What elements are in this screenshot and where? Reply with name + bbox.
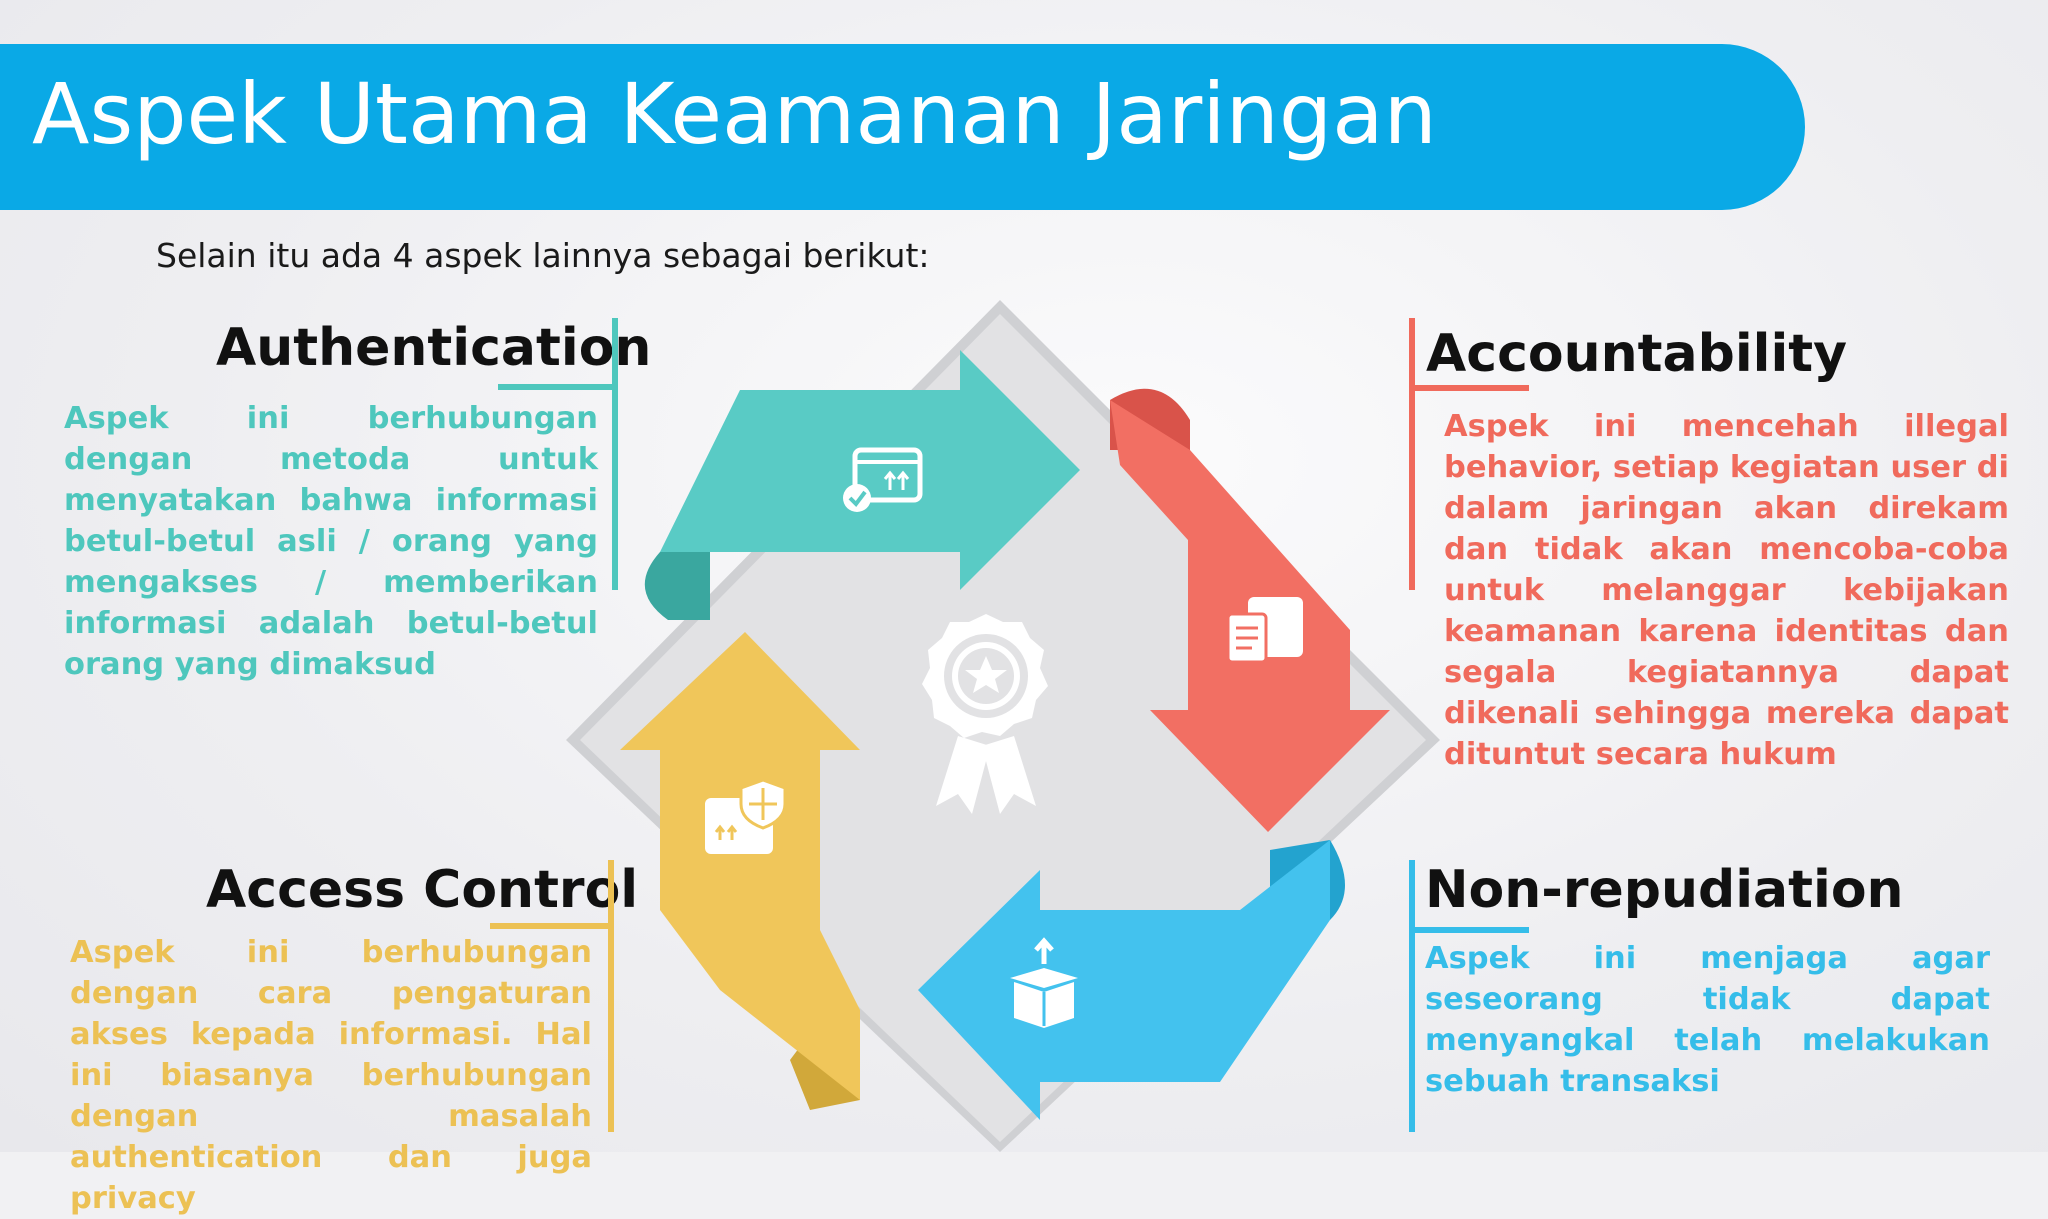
- access-control-underline: [490, 923, 610, 929]
- access-control-heading: Access Control: [206, 860, 639, 920]
- non-repudiation-underline: [1409, 927, 1529, 933]
- clipboard-box-icon: [1226, 597, 1303, 664]
- box-check-icon: [843, 447, 923, 512]
- page-title: Aspek Utama Keamanan Jaringan: [32, 65, 1437, 163]
- intro-text: Selain itu ada 4 aspek lainnya sebagai b…: [156, 236, 930, 275]
- non-repudiation-divider: [1409, 860, 1415, 1132]
- access-control-description: Aspek ini berhubungan dengan cara pengat…: [70, 935, 592, 1216]
- accountability-divider: [1409, 318, 1415, 590]
- accountability-heading: Accountability: [1426, 324, 1848, 384]
- access-control-arrow: [620, 632, 860, 1110]
- authentication-description: Aspek ini berhubungan dengan metoda untu…: [64, 401, 598, 682]
- award-badge-icon: [922, 614, 1048, 814]
- authentication-divider: [612, 318, 618, 590]
- non-repudiation-heading: Non-repudiation: [1425, 860, 1904, 920]
- open-box-icon: [1010, 937, 1078, 1028]
- title-banner: [0, 44, 1805, 210]
- accountability-description: Aspek ini mencehah illegal behavior, set…: [1444, 409, 2009, 772]
- access-control-divider: [608, 860, 614, 1132]
- authentication-arrow: [644, 350, 1080, 620]
- cycle-diagram: [566, 300, 1440, 1152]
- authentication-underline: [498, 384, 618, 390]
- non-repudiation-arrow: [918, 840, 1345, 1120]
- authentication-heading: Authentication: [216, 318, 652, 378]
- accountability-underline: [1409, 385, 1529, 391]
- box-shield-icon: [705, 778, 787, 854]
- non-repudiation-description: Aspek ini menjaga agar seseorang tidak d…: [1425, 941, 1990, 1099]
